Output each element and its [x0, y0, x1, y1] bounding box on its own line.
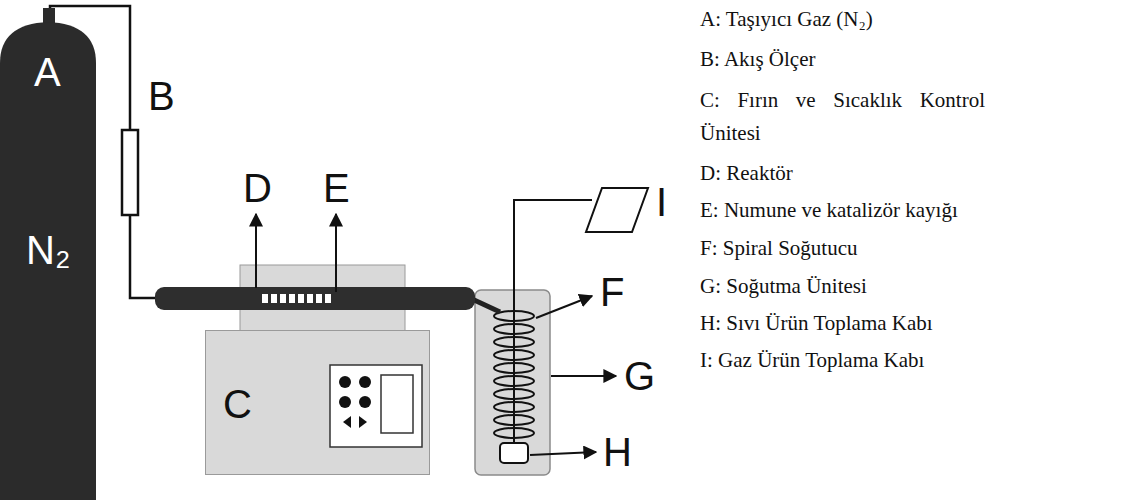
panel-button	[339, 396, 351, 408]
callout-letter: I	[656, 180, 667, 224]
key-entry: F: Spiral Soğutucu	[700, 232, 858, 265]
coil-turn	[494, 363, 534, 373]
coil-turn	[494, 402, 534, 412]
sample-boat	[262, 294, 331, 303]
panel-arrow	[359, 416, 367, 428]
key-entry: C: Fırın ve Sıcaklık Kontrol Ünitesi	[700, 84, 985, 150]
coil-turn	[494, 350, 534, 360]
cylinder-body	[0, 22, 96, 500]
callout-arrow	[255, 214, 257, 288]
gas-bag	[586, 188, 648, 232]
spiral-cooler	[494, 311, 534, 438]
callout-arrow	[335, 214, 337, 292]
coil-turn	[494, 428, 534, 438]
key-entry: D: Reaktör	[700, 157, 793, 190]
callout-letter: E	[323, 166, 350, 210]
boat-cell	[316, 294, 322, 303]
coil-turn	[494, 311, 534, 321]
boat-cell	[307, 294, 313, 303]
boat-cell	[298, 294, 304, 303]
panel-button	[359, 376, 371, 388]
boat-cell	[280, 294, 286, 303]
callout-arrow	[536, 296, 592, 318]
reactor-outlet	[472, 299, 500, 312]
callout-letter: F	[600, 270, 624, 314]
coil-turn	[494, 376, 534, 386]
gas-outlet-line	[514, 200, 592, 445]
key-entry: E: Numune ve katalizör kayığı	[700, 194, 958, 227]
boat-cell	[289, 294, 295, 303]
callout-arrow	[551, 375, 616, 377]
callout-letter: D	[243, 166, 272, 210]
node-letter: C	[223, 382, 252, 426]
gas-line	[130, 215, 160, 298]
coil-turn	[494, 337, 534, 347]
furnace-control-unit: C	[205, 330, 430, 475]
coil-turn	[494, 389, 534, 399]
furnace-box	[206, 331, 430, 475]
gas-cylinder: A N₂	[0, 8, 96, 500]
panel-button	[339, 376, 351, 388]
panel-face	[330, 365, 422, 447]
callout-letter: G	[624, 354, 655, 398]
boat-cell	[271, 294, 277, 303]
key-entry: I: Gaz Ürün Toplama Kabı	[700, 344, 924, 377]
node-letter: A	[34, 50, 61, 94]
coil-turn	[494, 415, 534, 425]
key-entry: H: Sıvı Ürün Toplama Kabı	[700, 307, 933, 340]
flowmeter	[122, 130, 138, 215]
key-entry: B: Akış Ölçer	[700, 43, 816, 76]
callout-letter: H	[603, 430, 632, 474]
coil-turn	[494, 324, 534, 334]
node-letter: N₂	[26, 228, 70, 272]
boat-cell	[262, 294, 268, 303]
liquid-collector	[500, 443, 528, 463]
callout-letter: B	[148, 74, 175, 118]
key-entry: G: Soğutma Ünitesi	[700, 270, 867, 303]
reactor-tube	[155, 287, 475, 310]
key-entry: A: Taşıyıcı Gaz (N₂)	[700, 3, 873, 36]
panel-display	[381, 375, 413, 433]
boat-cell	[325, 294, 331, 303]
panel-arrow	[343, 416, 351, 428]
panel-button	[359, 396, 371, 408]
callout-arrow	[530, 452, 596, 455]
